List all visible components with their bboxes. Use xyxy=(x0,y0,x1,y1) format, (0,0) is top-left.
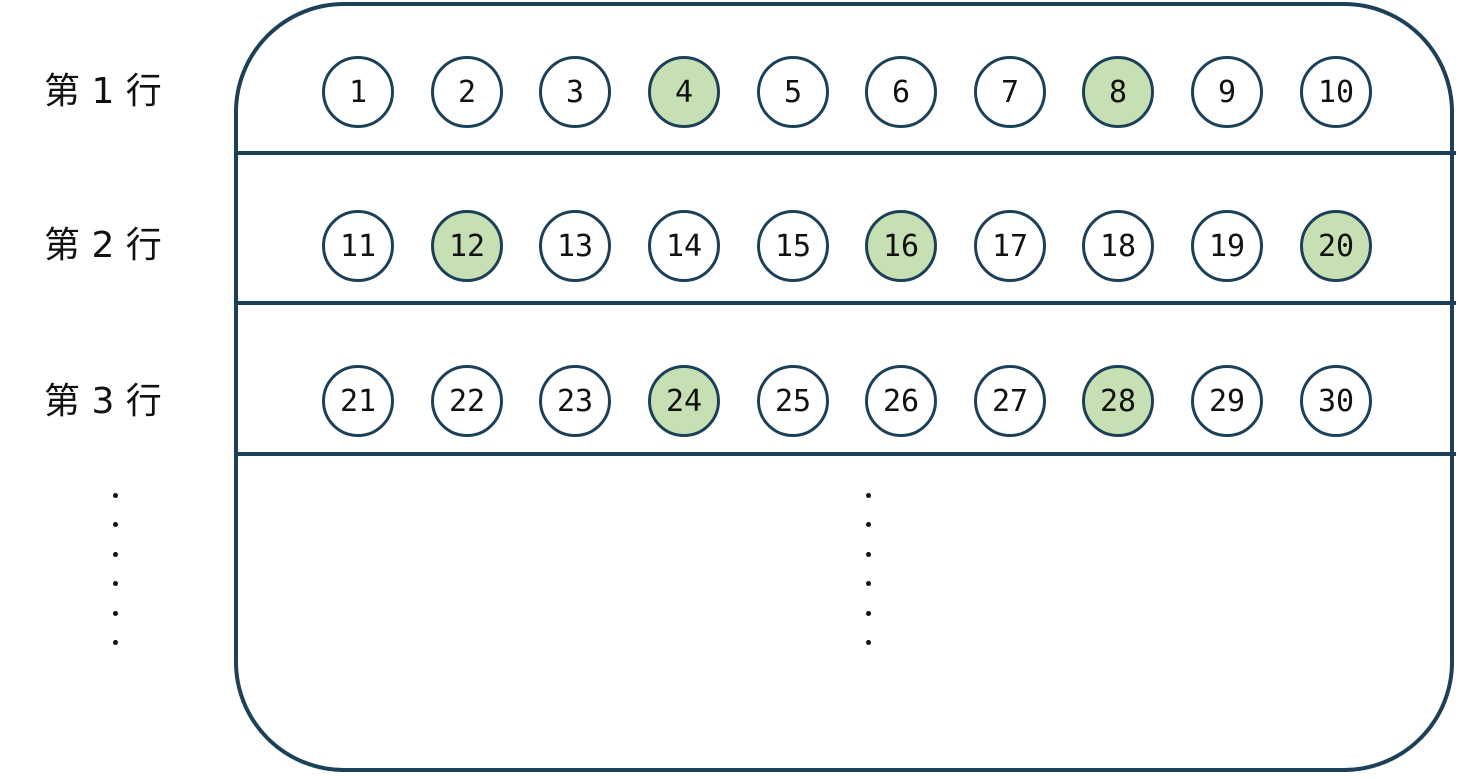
row-label-3: 第 3 行 xyxy=(44,381,162,422)
number-circle-20: 20 xyxy=(1300,210,1372,282)
grid-frame xyxy=(234,2,1454,772)
number-circle-7: 7 xyxy=(974,56,1046,128)
number-circle-16: 16 xyxy=(865,210,937,282)
number-circle-14: 14 xyxy=(648,210,720,282)
number-circle-13: 13 xyxy=(539,210,611,282)
row-label-2: 第 2 行 xyxy=(44,225,162,266)
number-circle-26: 26 xyxy=(865,365,937,437)
number-circle-15: 15 xyxy=(757,210,829,282)
row-divider-1 xyxy=(236,151,1456,155)
number-circle-12: 12 xyxy=(431,210,503,282)
number-circle-3: 3 xyxy=(539,56,611,128)
number-circle-24: 24 xyxy=(648,365,720,437)
number-circle-22: 22 xyxy=(431,365,503,437)
number-circle-5: 5 xyxy=(757,56,829,128)
number-circle-28: 28 xyxy=(1082,365,1154,437)
number-circle-10: 10 xyxy=(1300,56,1372,128)
number-circle-2: 2 xyxy=(431,56,503,128)
number-circle-11: 11 xyxy=(322,210,394,282)
row-divider-3 xyxy=(236,452,1456,456)
number-circle-6: 6 xyxy=(865,56,937,128)
number-circle-29: 29 xyxy=(1191,365,1263,437)
number-circle-8: 8 xyxy=(1082,56,1154,128)
number-circle-27: 27 xyxy=(974,365,1046,437)
number-circle-19: 19 xyxy=(1191,210,1263,282)
number-circle-25: 25 xyxy=(757,365,829,437)
number-circle-17: 17 xyxy=(974,210,1046,282)
number-circle-30: 30 xyxy=(1300,365,1372,437)
number-circle-21: 21 xyxy=(322,365,394,437)
row-divider-2 xyxy=(236,301,1456,305)
number-circle-18: 18 xyxy=(1082,210,1154,282)
number-circle-9: 9 xyxy=(1191,56,1263,128)
number-circle-23: 23 xyxy=(539,365,611,437)
row-label-1: 第 1 行 xyxy=(44,71,162,112)
number-circle-1: 1 xyxy=(322,56,394,128)
number-circle-4: 4 xyxy=(648,56,720,128)
